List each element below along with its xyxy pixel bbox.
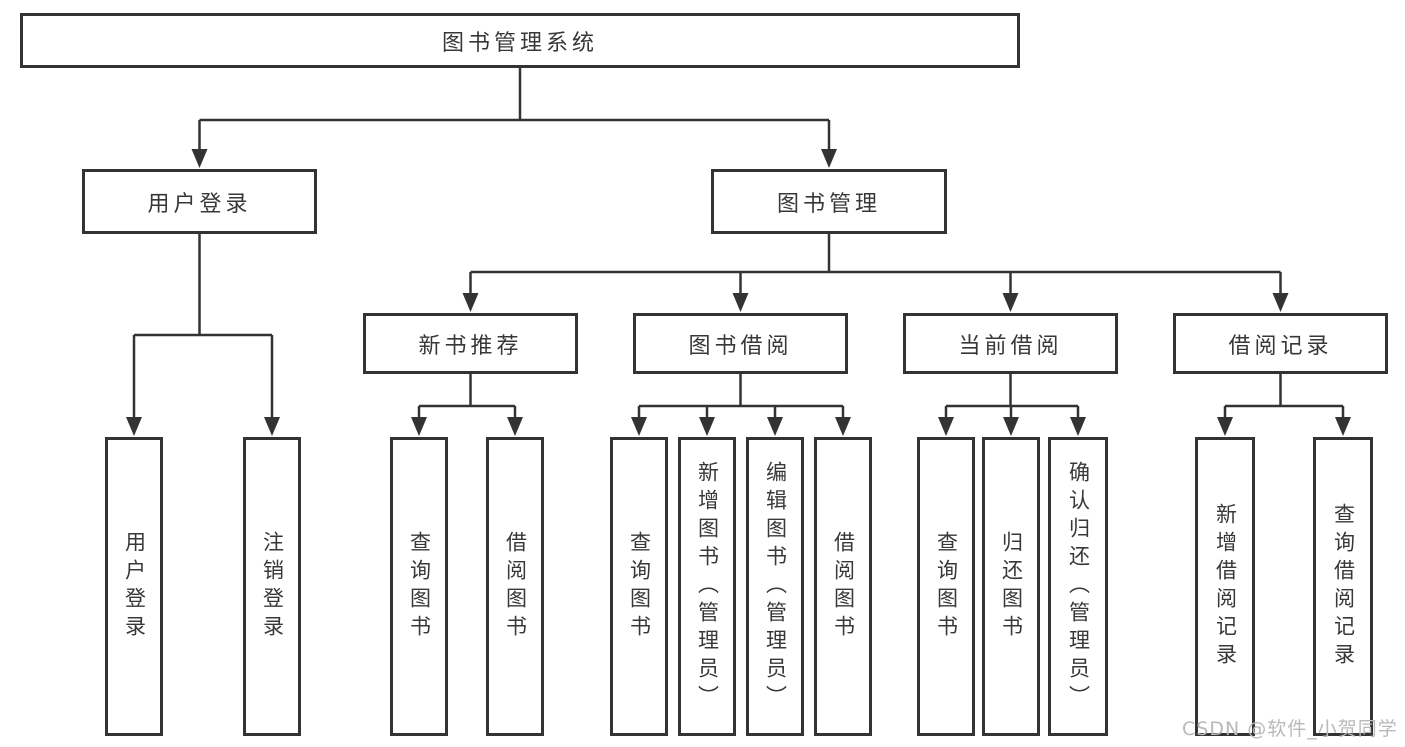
- leaf-add-book-admin: 新增图书（管理员）: [678, 437, 736, 736]
- connector-new-book-rec-children: [417, 374, 517, 420]
- leaf-add-borrow-record: 新增借阅记录: [1195, 437, 1255, 736]
- leaf-borrow-book-under-recommend: 借阅图书: [486, 437, 544, 736]
- leaf-label: 注销登录: [260, 530, 285, 643]
- leaf-label: 查询图书: [407, 530, 432, 643]
- leaf-query-borrow-record: 查询借阅记录: [1313, 437, 1373, 736]
- node-book-borrowing: 图书借阅: [633, 313, 848, 374]
- arrowheads-user-login-children: [126, 417, 280, 436]
- leaf-query-book-under-borrowing: 查询图书: [610, 437, 668, 736]
- node-borrowing-records: 借阅记录: [1173, 313, 1388, 374]
- node-user-login: 用户登录: [82, 169, 317, 234]
- leaf-label: 新增借阅记录: [1213, 502, 1238, 671]
- leaf-label: 查询借阅记录: [1331, 502, 1356, 671]
- connector-current-borrow-children: [944, 374, 1080, 420]
- connector-book-mgmt-children: [469, 233, 1282, 296]
- leaf-label: 确认归还（管理员）: [1066, 460, 1091, 713]
- leaf-label: 借阅图书: [503, 530, 528, 643]
- node-new-book-recommend: 新书推荐: [363, 313, 578, 374]
- leaf-label: 归还图书: [999, 530, 1024, 643]
- connector-borrow-record-children: [1223, 374, 1345, 420]
- leaf-label: 新增图书（管理员）: [695, 460, 720, 713]
- leaf-confirm-return-admin: 确认归还（管理员）: [1048, 437, 1108, 736]
- leaf-query-book-under-current: 查询图书: [917, 437, 975, 736]
- leaf-label: 用户登录: [122, 530, 147, 643]
- arrowheads-new-book-rec-children: [411, 417, 523, 436]
- leaf-logout: 注销登录: [243, 437, 301, 736]
- leaf-return-book: 归还图书: [982, 437, 1040, 736]
- leaf-label: 借阅图书: [831, 530, 856, 643]
- node-book-management: 图书管理: [711, 169, 947, 234]
- connector-user-login-children: [132, 233, 274, 420]
- connector-book-borrow-children: [637, 374, 845, 420]
- node-current-borrowing: 当前借阅: [903, 313, 1118, 374]
- leaf-borrow-book: 借阅图书: [814, 437, 872, 736]
- node-root-system: 图书管理系统: [20, 13, 1020, 68]
- arrowheads-borrow-record-children: [1217, 417, 1351, 436]
- leaf-label: 查询图书: [627, 530, 652, 643]
- leaf-query-book-under-recommend: 查询图书: [390, 437, 448, 736]
- arrowheads-book-borrow-children: [631, 417, 851, 436]
- leaf-label: 编辑图书（管理员）: [763, 460, 788, 713]
- arrowheads-level2: [191, 149, 837, 168]
- connector-root-to-level2: [198, 68, 831, 152]
- arrowheads-current-borrow-children: [938, 417, 1086, 436]
- csdn-watermark: CSDN @软件_小贺同学: [1182, 718, 1398, 740]
- arrowheads-level3: [462, 293, 1289, 312]
- leaf-user-login: 用户登录: [105, 437, 163, 736]
- leaf-edit-book-admin: 编辑图书（管理员）: [746, 437, 804, 736]
- leaf-label: 查询图书: [934, 530, 959, 643]
